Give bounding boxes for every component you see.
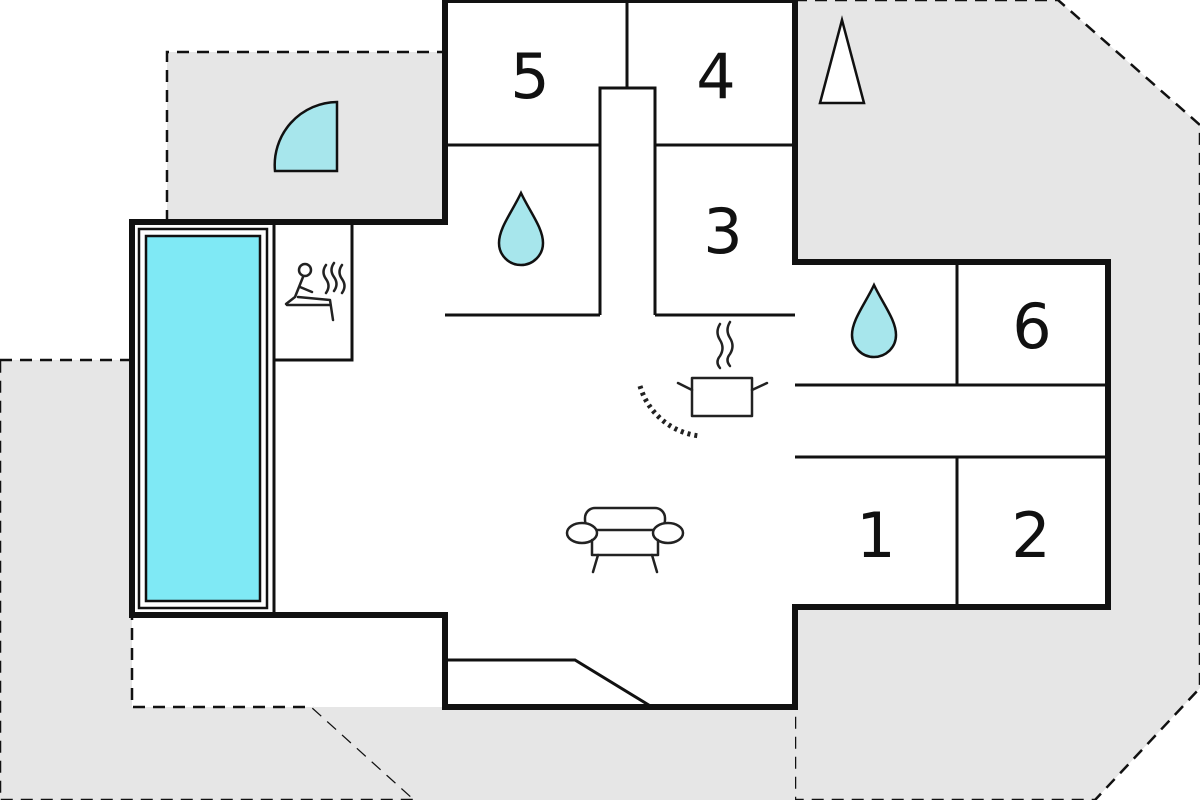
bathroom-water-drop-icon	[850, 282, 898, 359]
bathroom-water-drop-icon	[497, 190, 545, 267]
cooking-pot-icon	[637, 320, 769, 439]
door-swing-icon	[273, 100, 339, 173]
outer-walls	[129, 0, 1111, 710]
floor-central	[445, 0, 795, 707]
terrace-bottom-strip-b	[312, 707, 795, 800]
shaft-wall	[598, 86, 657, 315]
pool-icon	[137, 227, 269, 610]
floor-east-wing	[795, 262, 1108, 607]
room-5-label: 5	[510, 40, 549, 113]
sauna-wall	[274, 222, 354, 362]
north-arrow-icon	[818, 15, 866, 105]
room-2-label: 2	[1011, 499, 1050, 572]
room-1-label: 1	[856, 499, 895, 572]
room-4-label: 4	[696, 40, 735, 113]
room-3-label: 3	[703, 195, 742, 268]
armchair-icon	[565, 506, 685, 574]
inner-walls	[272, 0, 1108, 709]
sauna-icon	[284, 261, 346, 322]
entrance-steps	[445, 658, 653, 709]
room-6-label: 6	[1012, 290, 1051, 363]
